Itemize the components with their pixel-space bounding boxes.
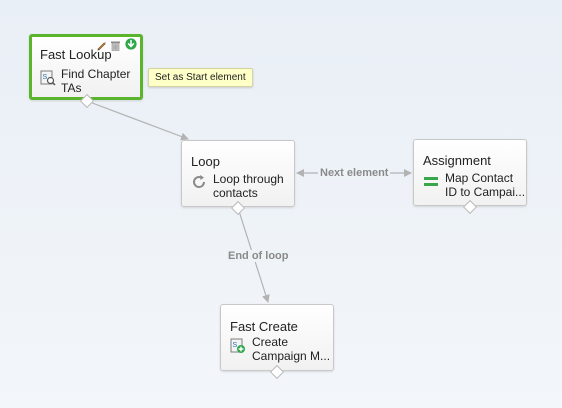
svg-text:S: S (43, 74, 48, 81)
fast-create-node[interactable]: Fast Create S Create Campaign M... (220, 304, 334, 371)
assignment-desc-line1: Map Contact (445, 171, 514, 185)
fast-lookup-desc-line1: Find Chapter (61, 67, 131, 81)
assignment-icon (423, 174, 439, 190)
fast-create-desc-line1: Create (252, 335, 289, 349)
loop-node[interactable]: Loop Loop through contacts (181, 140, 295, 207)
loop-desc-line2: contacts (213, 186, 258, 200)
svg-text:S: S (233, 342, 238, 349)
fast-create-icon: S (230, 338, 246, 354)
assignment-node[interactable]: Assignment Map Contact ID to Campai... (413, 139, 527, 206)
fast-lookup-desc-line2: TAs (61, 81, 82, 95)
fast-create-desc-line2: Campaign M... (252, 349, 331, 363)
fast-lookup-icon: S (40, 70, 56, 86)
fast-create-title: Fast Create (230, 319, 298, 334)
loop-title: Loop (191, 154, 220, 169)
assignment-title: Assignment (423, 153, 491, 168)
delete-icon[interactable] (110, 38, 121, 51)
loop-icon (191, 174, 207, 190)
next-element-label: Next element (318, 167, 391, 179)
fast-lookup-title: Fast Lookup (40, 47, 112, 62)
set-start-icon[interactable] (125, 37, 137, 50)
assignment-desc-line2: ID to Campai... (445, 185, 526, 199)
start-element-tooltip: Set as Start element (148, 68, 253, 87)
connector-lookup-to-loop[interactable] (86, 100, 189, 141)
loop-desc-line1: Loop through (213, 172, 284, 186)
end-of-loop-label: End of loop (226, 250, 291, 262)
edit-icon[interactable] (96, 38, 107, 51)
fast-lookup-node[interactable]: Fast Lookup S Find Chapter TAs (29, 34, 143, 100)
